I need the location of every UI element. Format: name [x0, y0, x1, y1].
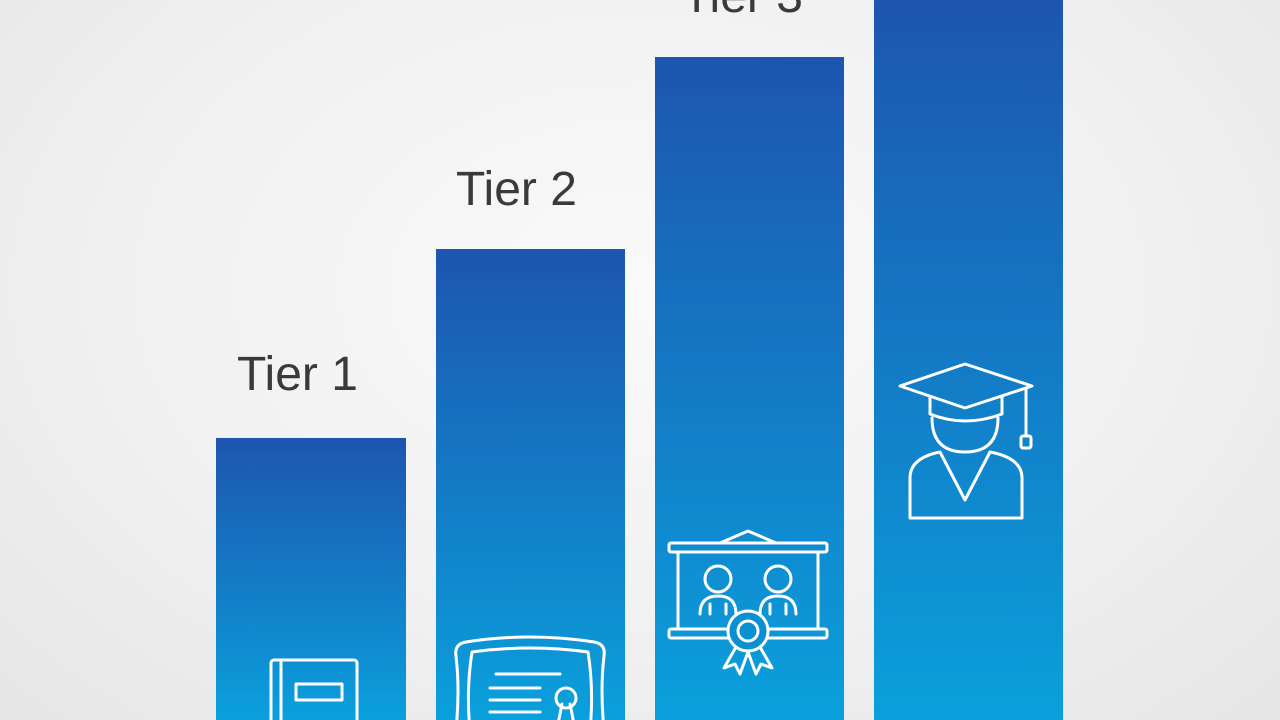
tier-2-label: Tier 2 — [456, 163, 577, 216]
tier-3-label: Tier 3 — [682, 0, 803, 21]
diploma-icon — [454, 635, 606, 720]
graduate-icon — [898, 362, 1034, 520]
certificate-board-icon — [667, 529, 829, 676]
tier-4-bar — [874, 0, 1063, 720]
tier-1-bar — [216, 438, 406, 720]
tier-3-bar — [655, 57, 844, 720]
tier-1-label: Tier 1 — [237, 348, 358, 401]
book-icon — [269, 658, 359, 720]
